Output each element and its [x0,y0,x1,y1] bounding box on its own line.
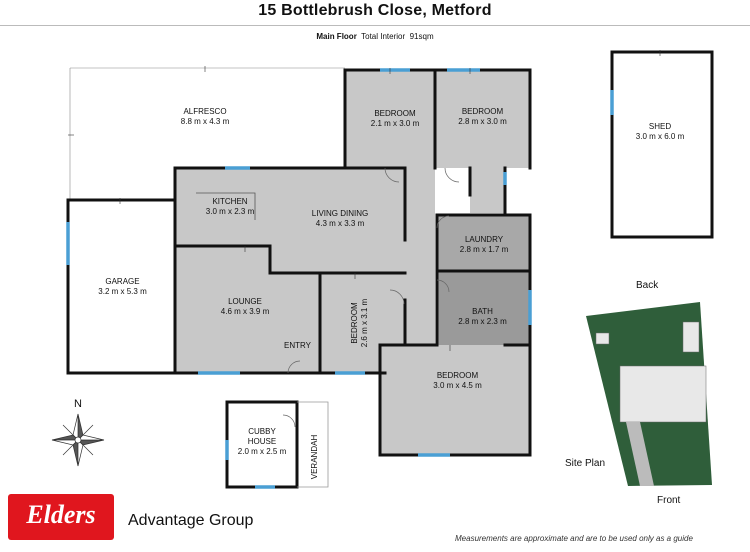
alfresco-label: ALFRESCO 8.8 m x 4.3 m [180,107,230,126]
walls [66,50,714,489]
site-plan-label: Site Plan [565,458,606,469]
elders-logo-text: Elders [26,500,96,529]
kitchen-bench [196,192,256,220]
bedroom2-label: BEDROOM 2.8 m x 3.0 m [458,107,507,126]
disclaimer-text: Measurements are approximate and are to … [455,534,693,543]
cubby-label: CUBBY HOUSE 2.0 m x 2.5 m [237,427,287,456]
compass-rose [51,413,105,467]
alfresco-outline [69,67,345,200]
elders-logo [8,494,114,540]
bath-label: BATH 2.8 m x 2.3 m [458,307,507,326]
compass-north-label: N [74,398,82,410]
garage-label: GARAGE 3.2 m x 5.3 m [98,277,147,296]
site-plan-shed [682,321,700,353]
verandah-outline [297,401,329,488]
site-plan-house [619,365,707,423]
shed-label: SHED 3.0 m x 6.0 m [635,122,685,141]
lounge-label: LOUNGE 4.6 m x 3.9 m [220,297,270,316]
advantage-group-text: Advantage Group [128,512,254,529]
dimension-marks [68,50,661,351]
bedroom4-fill [380,345,530,455]
title-divider [0,25,750,26]
site-plan-map [586,302,712,486]
laundry-label: LAUNDRY 2.8 m x 1.7 m [459,235,509,254]
bath-fill [437,271,530,345]
plan-title: 15 Bottlebrush Close, Metford [258,2,492,19]
interior-label: Total Interior [361,32,406,41]
site-plan-front-label: Front [657,495,681,506]
floor-label: Main Floor [316,32,357,41]
bedroom1-fill [345,70,435,168]
site-plan-driveway [626,422,654,486]
bedroom2-fill [435,70,530,168]
kitchen-label: KITCHEN 3.0 m x 2.3 m [205,197,255,216]
wc-fill [470,168,505,213]
windows [66,68,614,489]
door-swings [282,167,460,428]
entry-label: ENTRY [284,341,311,350]
site-plan-back-label: Back [636,280,659,291]
verandah-label: VERANDAH [310,434,319,480]
bedroom1-label: BEDROOM 2.1 m x 3.0 m [370,109,420,128]
room-fills [175,70,530,455]
bedroom4-label: BEDROOM 3.0 m x 4.5 m [433,371,482,390]
plan-subtitle: Main Floor Total Interior 91sqm [0,32,750,41]
site-plan-cubby [595,332,610,345]
interior-area: 91sqm [409,32,434,41]
lounge-fill [175,246,320,373]
bedroom3-label: BEDROOM 2.6 m x 3.1 m [350,298,369,348]
living-label: LIVING DINING 4.3 m x 3.3 m [311,209,369,228]
kitchen-fill [175,168,270,246]
hall-fill [405,168,435,368]
laundry-fill [437,215,530,271]
